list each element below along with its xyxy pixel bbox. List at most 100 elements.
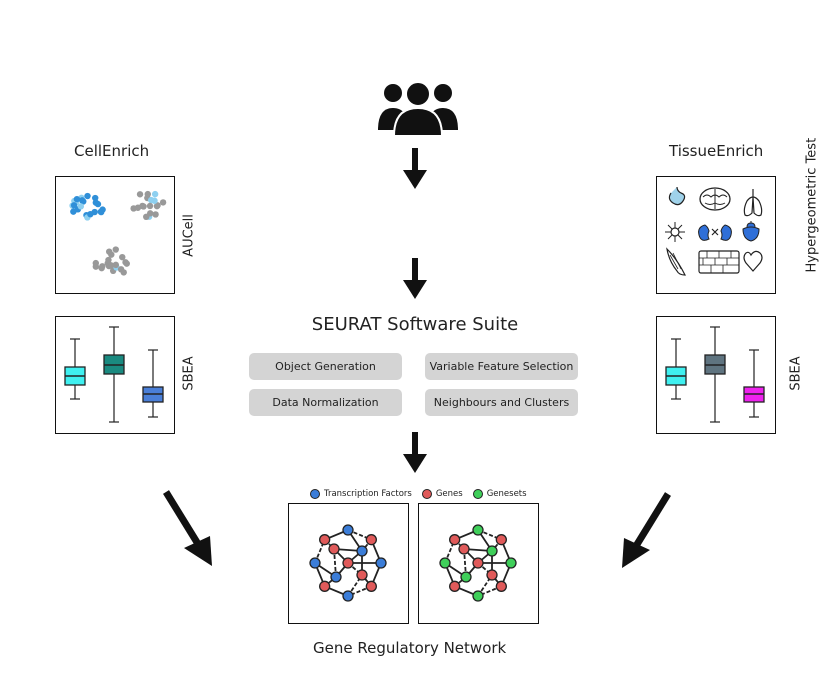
scatter-point (92, 263, 100, 270)
network-node (505, 557, 517, 569)
scatter-point (146, 202, 154, 210)
network-graph-genesets (439, 524, 517, 602)
aucell-label: AUCell (181, 214, 197, 257)
cluster-scatter-plot (69, 190, 167, 276)
network-node (356, 569, 368, 581)
network-edge (463, 548, 467, 578)
muscle-icon (666, 247, 686, 276)
scatter-point (70, 208, 77, 215)
network-edge (333, 548, 337, 578)
network-panel-genesets (418, 503, 539, 624)
step-neighbours-and-clusters: Neighbours and Clusters (425, 389, 578, 416)
scatter-point (154, 202, 161, 209)
network-node (458, 543, 470, 555)
hypergeometric-test-label: Hypergeometric Test (804, 137, 820, 273)
network-node (460, 571, 472, 583)
scatter-point (78, 197, 86, 204)
suite-title: SEURAT Software Suite (311, 314, 519, 335)
scatter-point (120, 269, 127, 276)
network-node (342, 524, 354, 536)
network-node (365, 534, 377, 546)
network-node (486, 569, 498, 581)
scatter-point (97, 208, 105, 216)
network-node (439, 557, 451, 569)
arrow-down-icon (403, 258, 427, 299)
organ-icons-grid (665, 186, 763, 276)
legend-dot-transcription-factors (310, 489, 320, 499)
tissue-icon (698, 250, 740, 274)
network-node (309, 557, 321, 569)
scatter-point (112, 261, 120, 269)
scatter-point (107, 262, 115, 269)
scatter-point (146, 210, 154, 217)
scatter-point (105, 248, 113, 255)
step-object-generation: Object Generation (249, 353, 402, 380)
scatter-point (147, 196, 155, 204)
scatter-point (130, 205, 137, 212)
step-variable-feature-selection: Variable Feature Selection (425, 353, 578, 380)
scatter-point (84, 192, 91, 200)
legend-label-genesets: Genesets (486, 489, 527, 499)
tissueenrich-title: TissueEnrich (669, 142, 764, 160)
network-node (330, 571, 342, 583)
network-node (486, 545, 498, 557)
network-node (472, 590, 484, 602)
legend-label-genes: Genes (435, 489, 463, 499)
network-graph-genes (309, 524, 387, 602)
network-node (356, 545, 368, 557)
scatter-point (77, 203, 85, 210)
tissue-icons-panel (656, 176, 776, 294)
network-panel-genes (288, 503, 409, 624)
scatter-point (136, 191, 144, 198)
left-boxplot (64, 326, 164, 423)
scatter-point (70, 202, 78, 209)
network-node (342, 590, 354, 602)
arrow-down-icon (403, 432, 427, 473)
right-boxplot (665, 326, 765, 423)
right-sbea-label: SBEA (788, 356, 804, 391)
scatter-point (119, 253, 126, 261)
scatter-point (152, 211, 159, 218)
heart-icon (743, 250, 763, 272)
lungs-icon (743, 189, 763, 217)
scatter-point (92, 199, 100, 206)
network-node (319, 534, 331, 546)
network-node (449, 580, 461, 592)
stomach-icon (668, 186, 686, 206)
network-node (342, 557, 354, 569)
network-legend: Transcription Factors Genes Genesets (310, 489, 527, 499)
network-node (319, 580, 331, 592)
bladder-icon (742, 221, 760, 242)
left-sbea-label: SBEA (181, 356, 197, 391)
network-node (472, 524, 484, 536)
legend-dot-genesets (472, 489, 483, 499)
scatter-point (139, 202, 146, 210)
cellenrich-title: CellEnrich (74, 142, 150, 160)
scatter-point (159, 199, 167, 206)
legend-dot-genes (421, 489, 432, 499)
scatter-point (73, 195, 81, 203)
scatter-point (122, 259, 129, 266)
scatter-point (98, 264, 105, 272)
kidneys-icon (698, 224, 732, 241)
network-node (375, 557, 387, 569)
scatter-point (112, 246, 119, 253)
step-data-normalization: Data Normalization (249, 389, 402, 416)
network-node (495, 534, 507, 546)
network-node (449, 534, 461, 546)
arrow-down-left-icon (622, 492, 671, 568)
neuron-icon (665, 222, 685, 242)
arrow-down-right-icon (163, 490, 212, 566)
brain-icon (699, 187, 731, 211)
network-node (495, 580, 507, 592)
aucell-scatter-panel (55, 176, 175, 294)
network-node (328, 543, 340, 555)
arrow-down-icon (403, 148, 427, 189)
users-group-icon (378, 81, 458, 136)
left-sbea-panel (55, 316, 175, 434)
network-node (365, 580, 377, 592)
scatter-point (87, 210, 94, 218)
right-sbea-panel (656, 316, 776, 434)
network-node (472, 557, 484, 569)
scatter-point (151, 190, 159, 198)
